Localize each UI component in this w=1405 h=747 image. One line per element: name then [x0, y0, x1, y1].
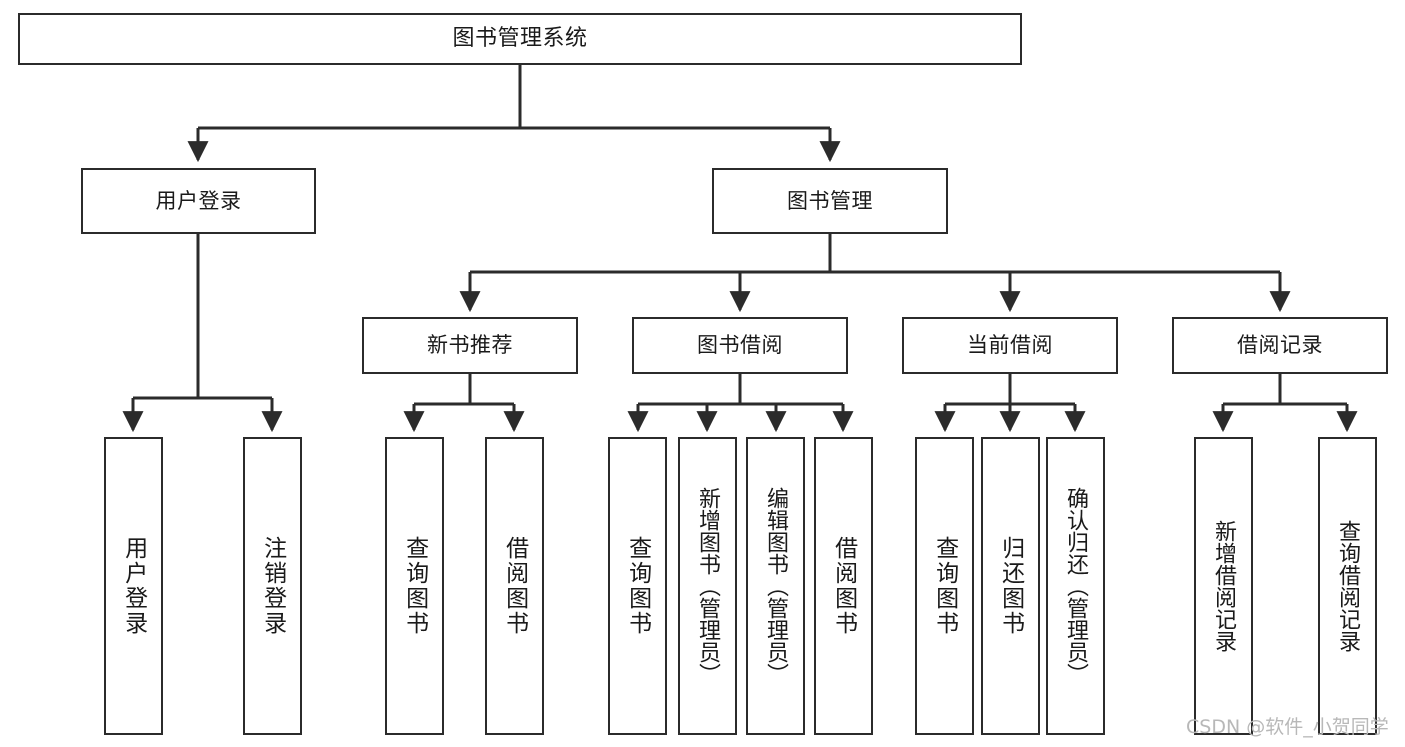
leaf-recommend-query-book[interactable]: 查询图书 — [385, 437, 444, 735]
node-book-management[interactable]: 图书管理 — [712, 168, 948, 234]
node-label: 借阅记录 — [1237, 333, 1323, 358]
node-borrow-records[interactable]: 借阅记录 — [1172, 317, 1388, 374]
node-label: 新增图书（管理员） — [695, 487, 721, 685]
node-label: 编辑图书（管理员） — [763, 487, 789, 685]
node-label: 查询图书 — [401, 536, 428, 636]
node-label: 查询借阅记录 — [1335, 520, 1361, 652]
node-label: 注销登录 — [259, 536, 286, 636]
node-label: 查询图书 — [931, 536, 958, 636]
leaf-records-add-record[interactable]: 新增借阅记录 — [1194, 437, 1253, 735]
leaf-borrow-query-book[interactable]: 查询图书 — [608, 437, 667, 735]
leaf-user-login-signout[interactable]: 注销登录 — [243, 437, 302, 735]
watermark-text: CSDN @软件_小贺同学 — [1186, 716, 1389, 738]
node-label: 查询图书 — [624, 536, 651, 636]
leaf-current-confirm-return-admin[interactable]: 确认归还（管理员） — [1046, 437, 1105, 735]
node-label: 当前借阅 — [967, 333, 1053, 358]
leaf-borrow-borrow-book[interactable]: 借阅图书 — [814, 437, 873, 735]
node-label: 图书管理系统 — [452, 26, 588, 52]
node-label: 图书借阅 — [697, 333, 783, 358]
node-label: 借阅图书 — [830, 536, 857, 636]
node-label: 图书管理 — [787, 188, 873, 213]
node-user-login[interactable]: 用户登录 — [81, 168, 316, 234]
node-label: 借阅图书 — [501, 536, 528, 636]
node-book-borrow[interactable]: 图书借阅 — [632, 317, 848, 374]
node-label: 新书推荐 — [427, 333, 513, 358]
leaf-user-login-signin[interactable]: 用户登录 — [104, 437, 163, 735]
node-root-system[interactable]: 图书管理系统 — [18, 13, 1022, 65]
leaf-recommend-borrow-book[interactable]: 借阅图书 — [485, 437, 544, 735]
leaf-borrow-add-book-admin[interactable]: 新增图书（管理员） — [678, 437, 737, 735]
node-new-book-recommend[interactable]: 新书推荐 — [362, 317, 578, 374]
node-label: 归还图书 — [997, 536, 1024, 636]
node-current-borrow[interactable]: 当前借阅 — [902, 317, 1118, 374]
leaf-borrow-edit-book-admin[interactable]: 编辑图书（管理员） — [746, 437, 805, 735]
leaf-current-return-book[interactable]: 归还图书 — [981, 437, 1040, 735]
node-label: 用户登录 — [120, 536, 147, 636]
leaf-records-query-record[interactable]: 查询借阅记录 — [1318, 437, 1377, 735]
node-label: 用户登录 — [155, 188, 242, 213]
leaf-current-query-book[interactable]: 查询图书 — [915, 437, 974, 735]
node-label: 确认归还（管理员） — [1063, 487, 1089, 685]
node-label: 新增借阅记录 — [1211, 520, 1237, 652]
